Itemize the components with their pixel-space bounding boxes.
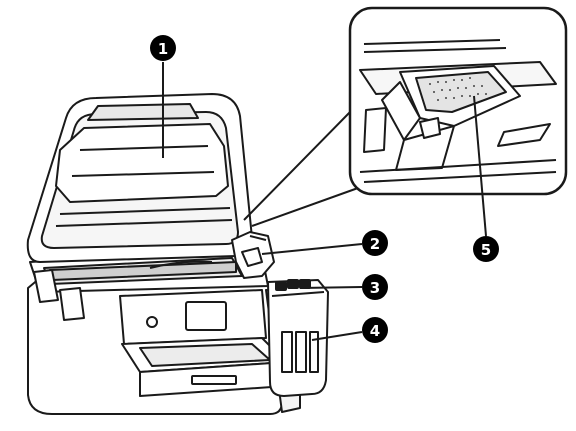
control-panel-screen [185, 301, 227, 331]
cover-texture [429, 77, 487, 101]
callout-5: 5 [473, 236, 499, 262]
ink-tank-caps [275, 279, 311, 291]
leader-line-5 [473, 95, 487, 237]
scanner-glass [55, 123, 229, 203]
callout-3: 3 [362, 274, 388, 300]
callout-2-number: 2 [370, 235, 380, 253]
callout-4-number: 4 [370, 322, 380, 340]
leader-line-4 [311, 331, 363, 341]
leader-lines [162, 62, 487, 341]
callout-5-number: 5 [481, 241, 491, 259]
callout-1: 1 [150, 35, 176, 61]
callout-1-number: 1 [158, 40, 168, 58]
detail-inset [243, 6, 568, 227]
inset-connector-lower [251, 187, 359, 227]
callout-3-number: 3 [370, 279, 380, 297]
power-button [146, 316, 158, 328]
leader-line-2 [261, 243, 363, 255]
callout-2: 2 [362, 230, 388, 256]
printer-illustration [26, 93, 329, 415]
inset-connector-upper [243, 109, 353, 221]
leader-line-3 [299, 286, 363, 289]
callout-4: 4 [362, 317, 388, 343]
